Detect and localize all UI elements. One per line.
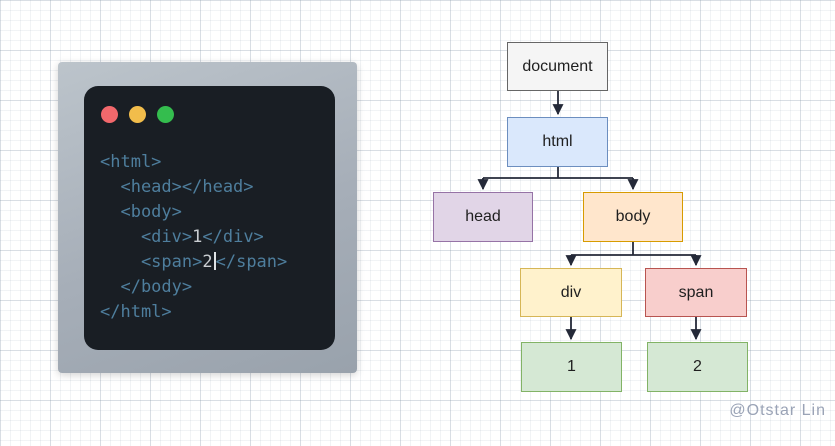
code-line: <div>1</div>: [100, 225, 287, 250]
tree-node-document: document: [507, 42, 608, 91]
tree-node-html: html: [507, 117, 608, 167]
tree-node-body: body: [583, 192, 683, 242]
tree-node-label: div: [560, 283, 582, 301]
tree-node-label: head: [465, 208, 501, 225]
tree-node-label: 1: [567, 358, 576, 375]
author-watermark: @Otstar Lin: [729, 402, 826, 419]
code-text: </div>: [202, 227, 264, 247]
code-text-value: 1: [192, 227, 203, 247]
editor-frame: <html> <head></head> <body> <div>1</div>…: [58, 62, 357, 373]
tree-node-head: head: [433, 192, 533, 242]
tree-node-label: 2: [693, 358, 702, 375]
code-text: <span>: [100, 252, 203, 272]
code-text: </html>: [100, 302, 172, 322]
window-controls: [101, 106, 174, 123]
code-line: </body>: [100, 275, 287, 300]
code-text: <div>: [100, 227, 193, 247]
code-block: <html> <head></head> <body> <div>1</div>…: [100, 150, 287, 325]
code-line: </html>: [100, 300, 287, 325]
minimize-button-icon[interactable]: [129, 106, 146, 123]
code-line: <html>: [100, 150, 287, 175]
code-line: <span>2</span>: [100, 250, 287, 275]
tree-node-label: document: [522, 57, 593, 75]
code-text: <html>: [100, 152, 162, 172]
code-line: <body>: [100, 200, 287, 225]
text-cursor: [213, 252, 216, 270]
code-line: <head></head>: [100, 175, 287, 200]
code-text: <head></head>: [100, 177, 254, 197]
code-text: <body>: [100, 202, 182, 222]
close-button-icon[interactable]: [101, 106, 118, 123]
tree-node-label: span: [678, 283, 714, 301]
code-text: </body>: [100, 277, 193, 297]
tree-node-label: body: [615, 208, 651, 225]
tree-node-1: 1: [521, 342, 622, 392]
zoom-button-icon[interactable]: [157, 106, 174, 123]
code-text-value: 2: [202, 252, 213, 272]
editor-window: <html> <head></head> <body> <div>1</div>…: [84, 86, 335, 350]
tree-node-2: 2: [647, 342, 748, 392]
code-text: </span>: [215, 252, 288, 272]
tree-node-span: span: [645, 268, 747, 317]
tree-node-div: div: [520, 268, 622, 317]
tree-node-label: html: [542, 133, 573, 150]
